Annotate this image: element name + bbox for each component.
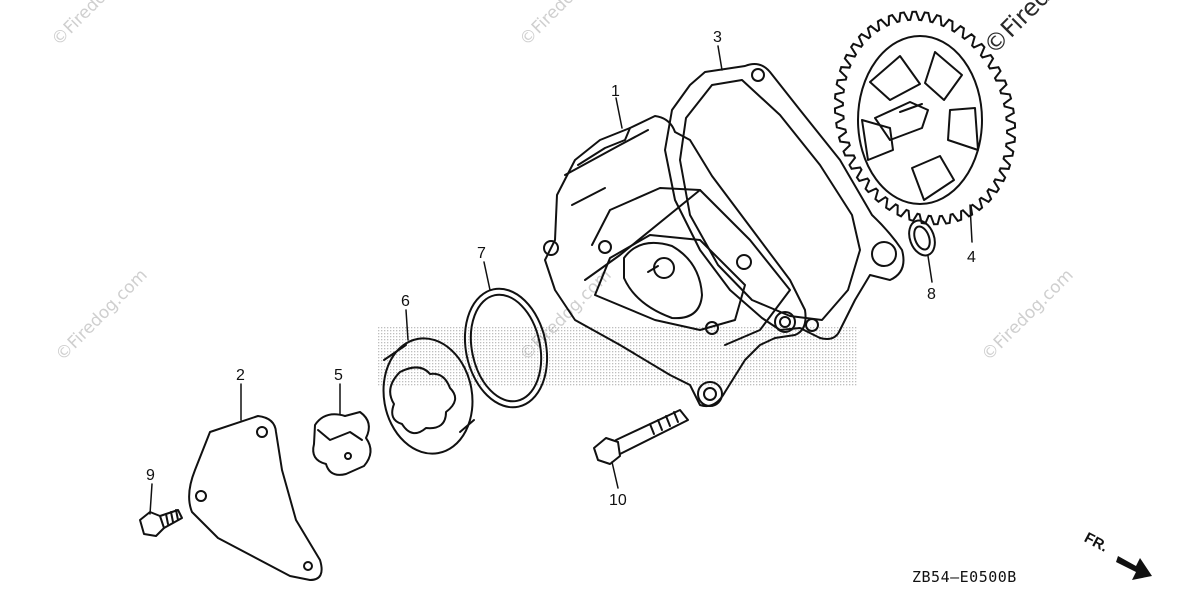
outer-rotor bbox=[382, 337, 475, 455]
part-label-6: 6 bbox=[401, 293, 410, 310]
inner-rotor bbox=[312, 411, 372, 476]
part-label-1: 1 bbox=[611, 83, 620, 100]
cover-plate bbox=[188, 415, 323, 581]
diagram-code: ZB54—E0500B bbox=[912, 568, 1017, 586]
gear-teeth bbox=[833, 10, 1017, 226]
background-logo bbox=[378, 326, 858, 386]
part-number-labels: 1 2 3 4 5 6 7 8 9 10 bbox=[146, 29, 976, 509]
part-label-4: 4 bbox=[967, 249, 976, 266]
short-bolt bbox=[139, 509, 183, 537]
part-label-7: 7 bbox=[477, 245, 486, 262]
gear-teeth-outline bbox=[833, 10, 1017, 226]
part-label-3: 3 bbox=[713, 29, 722, 46]
large-o-ring bbox=[463, 287, 549, 409]
part-label-5: 5 bbox=[334, 367, 343, 384]
small-o-ring bbox=[908, 219, 936, 257]
pump-housing bbox=[543, 115, 807, 408]
front-arrow-icon bbox=[1116, 556, 1152, 580]
cam-gear bbox=[857, 35, 983, 205]
part-label-8: 8 bbox=[927, 286, 936, 303]
long-bolt bbox=[593, 409, 689, 465]
gasket bbox=[664, 63, 905, 340]
leader-lines bbox=[149, 45, 973, 515]
part-label-2: 2 bbox=[236, 367, 245, 384]
part-label-9: 9 bbox=[146, 467, 155, 484]
part-label-10: 10 bbox=[609, 492, 627, 509]
